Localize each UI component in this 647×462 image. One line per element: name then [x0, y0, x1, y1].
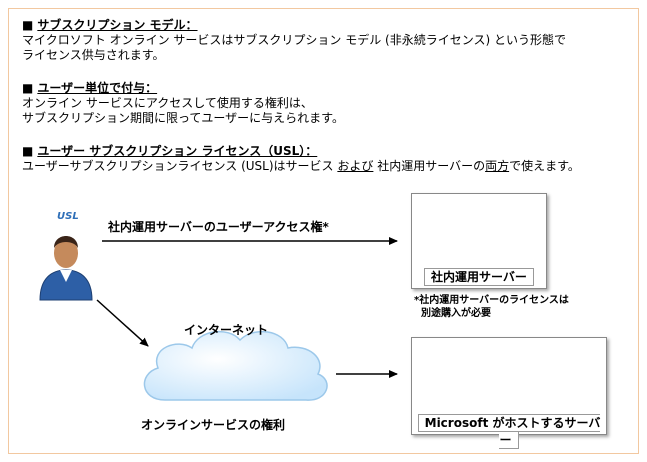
arrow-to-cloud — [96, 299, 149, 347]
onprem-access-label: 社内運用サーバーのユーザーアクセス権* — [108, 220, 329, 234]
body-line: マイクロソフト オンライン サービスはサブスクリプション モデル (非永続ライセ… — [22, 33, 566, 47]
bullet: ■ — [22, 144, 34, 158]
usl-label: USL — [57, 211, 79, 222]
section-heading: ■サブスクリプション モデル： — [22, 18, 566, 33]
body-line: サブスクリプション期間に限ってユーザーに与えられます。 — [22, 111, 344, 125]
ms-server-caption: Microsoft がホストするサーバー — [412, 414, 606, 449]
bullet: ■ — [22, 18, 34, 32]
onprem-license-note: *社内運用サーバーのライセンスは 別途購入が必要 — [414, 295, 569, 319]
online-service-right-label: オンラインサービスの権利 — [141, 418, 286, 432]
section-subscription-model: ■サブスクリプション モデル： マイクロソフト オンライン サービスはサブスクリ… — [22, 18, 566, 63]
ms-server-box: Microsoft がホストするサーバー — [411, 337, 607, 449]
section-heading: ■ユーザー単位で付与： — [22, 81, 344, 96]
section-per-user: ■ユーザー単位で付与： オンライン サービスにアクセスして使用する権利は、 サブ… — [22, 81, 344, 126]
user-icon — [39, 236, 93, 301]
heading-text: ユーザー単位で付与： — [37, 81, 158, 95]
onprem-server-caption: 社内運用サーバー — [412, 268, 546, 286]
body-line: ユーザーサブスクリプションライセンス (USL)はサービス および 社内運用サー… — [22, 159, 580, 173]
cloud-icon — [143, 330, 328, 401]
bullet: ■ — [22, 81, 34, 95]
onprem-server-box: 社内運用サーバー — [411, 193, 547, 289]
body-line: ライセンス供与されます。 — [22, 48, 165, 62]
section-usl: ■ユーザー サブスクリプション ライセンス（USL）： ユーザーサブスクリプショ… — [22, 144, 580, 174]
section-heading: ■ユーザー サブスクリプション ライセンス（USL）： — [22, 144, 580, 159]
body-line: オンライン サービスにアクセスして使用する権利は、 — [22, 96, 313, 110]
heading-text: サブスクリプション モデル： — [37, 18, 198, 32]
internet-label: インターネット — [184, 323, 269, 337]
heading-text: ユーザー サブスクリプション ライセンス（USL）： — [37, 144, 318, 158]
